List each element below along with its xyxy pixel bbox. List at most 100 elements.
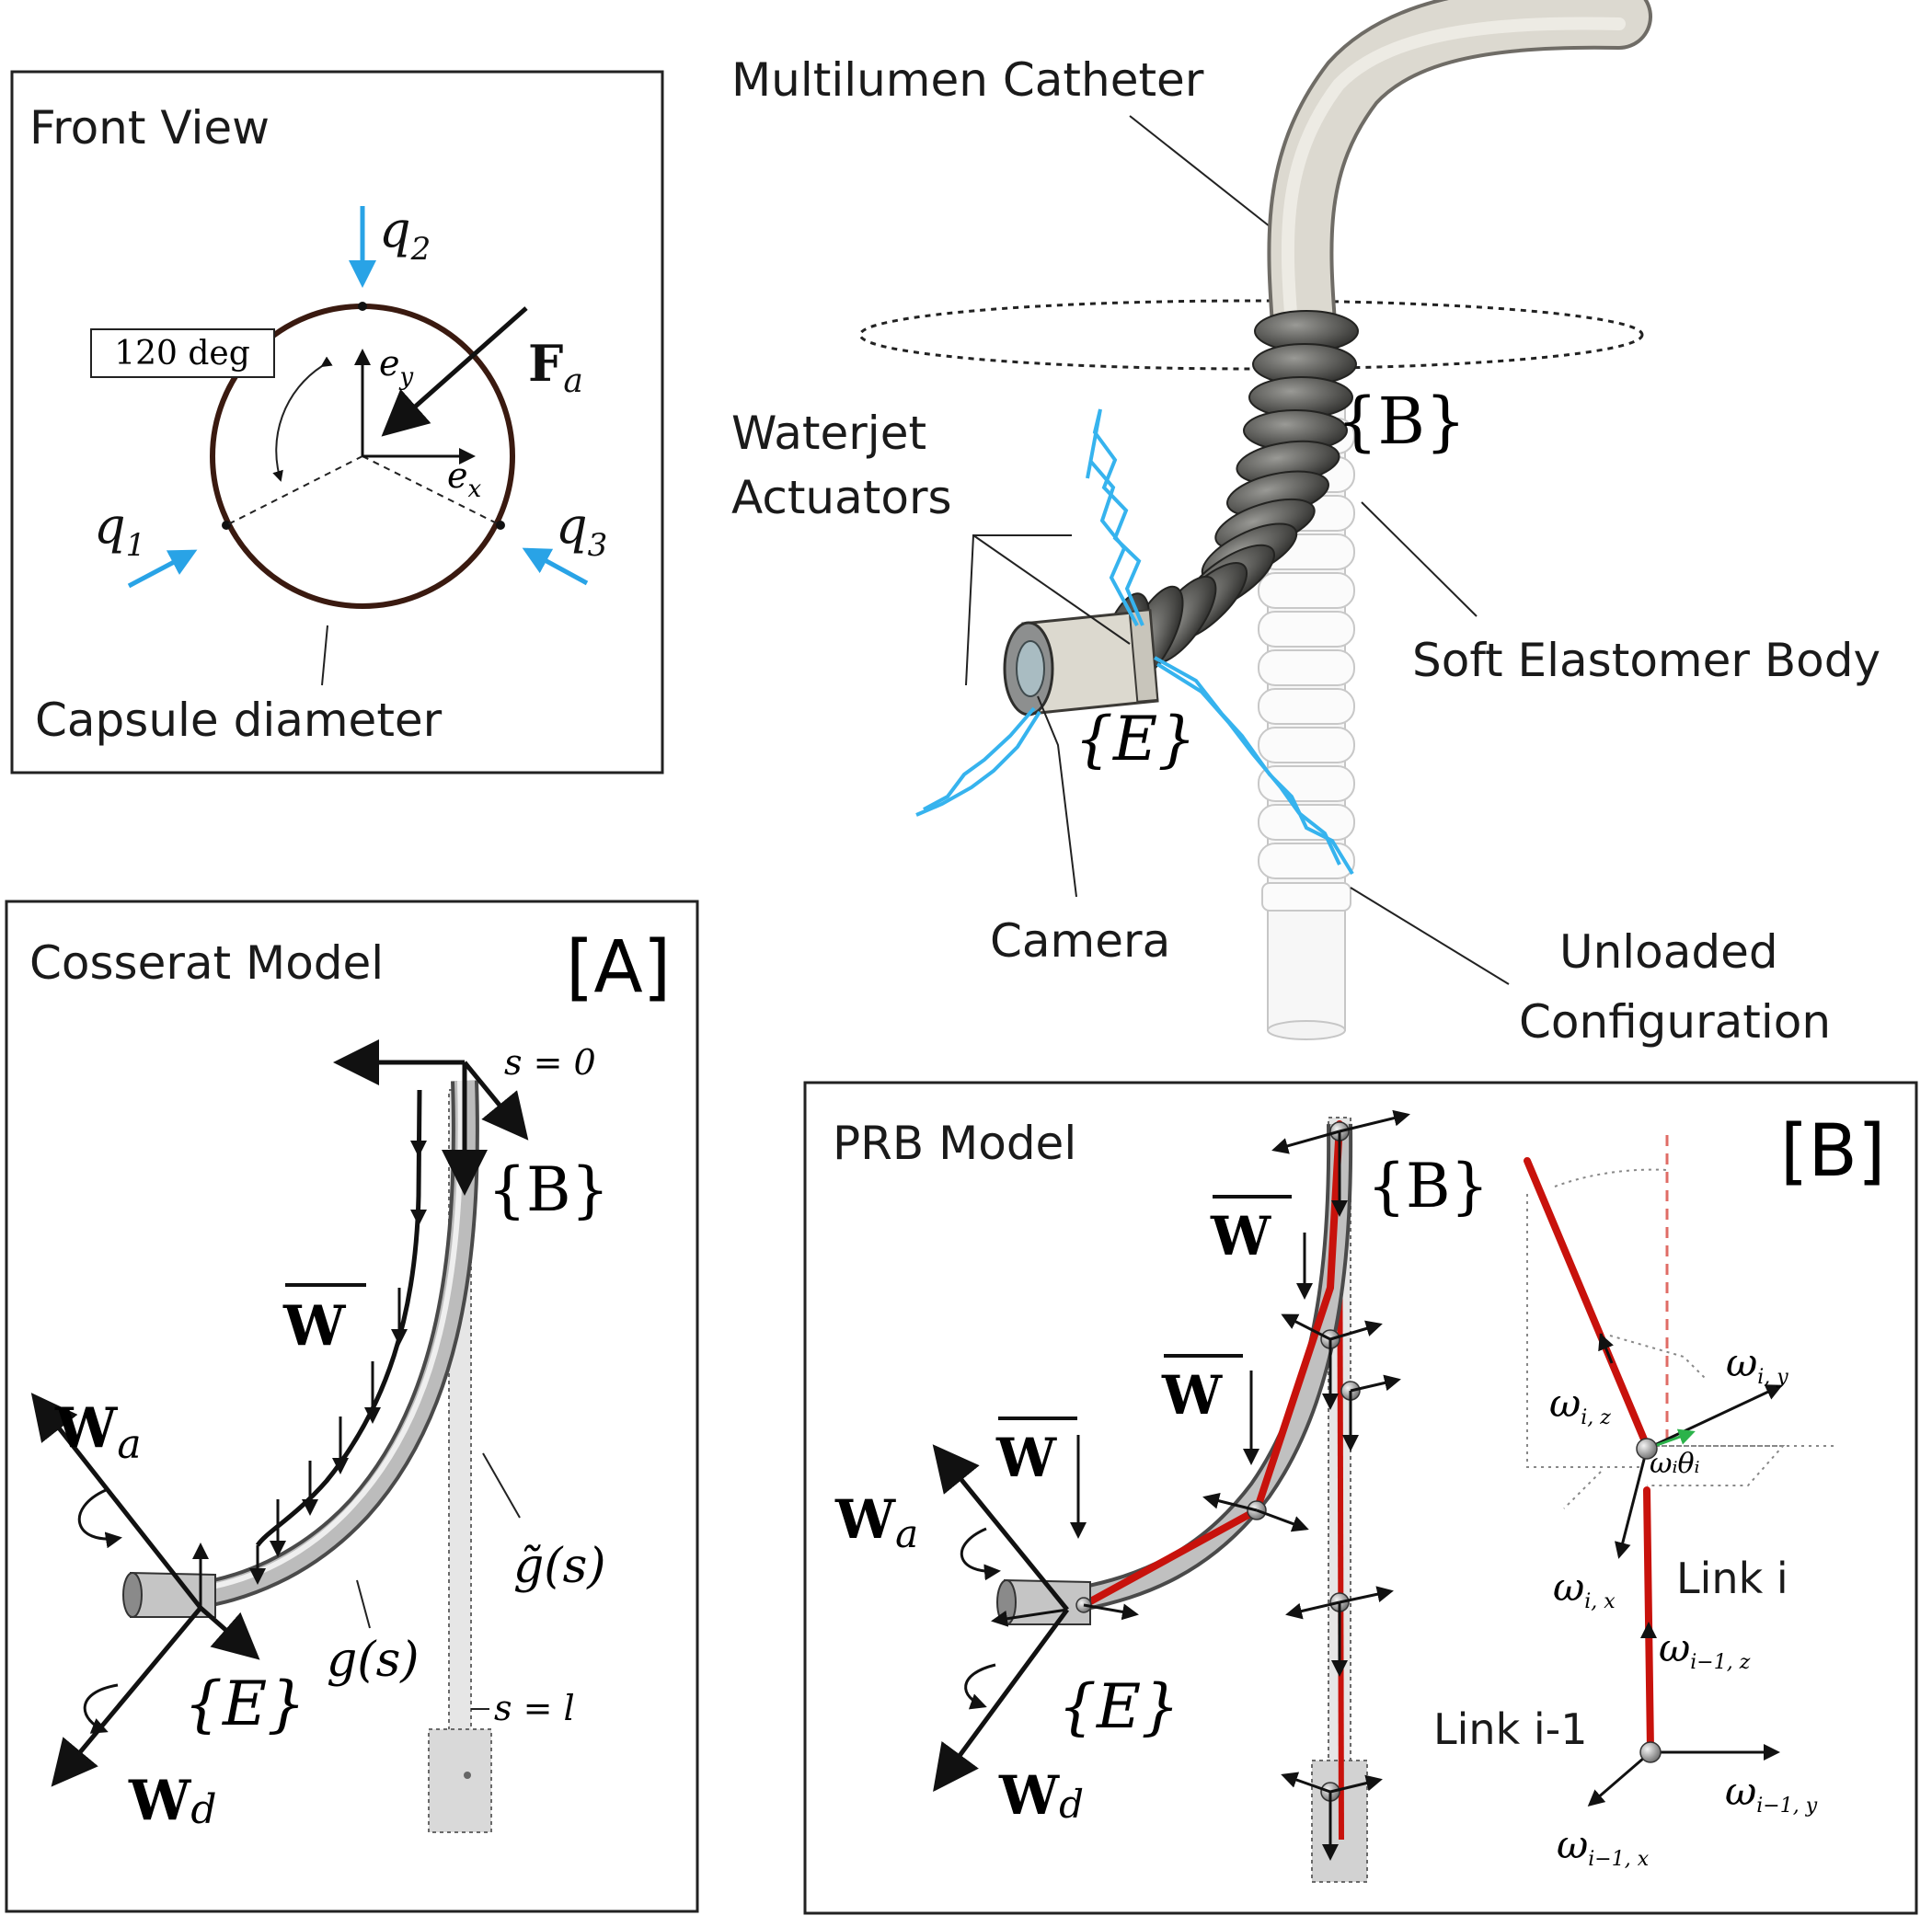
- capsule-label: Capsule diameter: [35, 694, 443, 747]
- cosserat-frame: [5, 900, 699, 1913]
- robot-illustration: Multilumen Catheter: [731, 0, 1880, 1049]
- q3-label: q3: [556, 497, 607, 564]
- capsule-leader-line: [321, 625, 328, 686]
- omega-i1x-label: ωi−1, x: [1557, 1822, 1650, 1871]
- catheter-label: Multilumen Catheter: [731, 53, 1204, 107]
- cosserat-wa-arrow: [30, 1393, 202, 1610]
- cosserat-load-arrows: [249, 1090, 427, 1585]
- link-i-label: Link i: [1676, 1554, 1788, 1603]
- ey-label: ey: [379, 343, 414, 391]
- cosserat-g-leader: [356, 1579, 371, 1629]
- cosserat-gtilde-label: g̃(s): [513, 1539, 606, 1594]
- catheter-highlight: [1281, 17, 1626, 342]
- catheter-leader-line: [1129, 115, 1275, 231]
- angle-arc: [272, 356, 333, 482]
- frame-b-label-illustration: {B}: [1337, 384, 1466, 459]
- force-fa-arrow: [381, 306, 528, 437]
- prb-wbar-label-3: W: [995, 1427, 1057, 1489]
- waterjet-leader-2: [972, 534, 1131, 645]
- prb-wa-moment: [960, 1527, 1001, 1581]
- omega-iy-label: ωi, y: [1726, 1340, 1788, 1389]
- cosserat-wd-arrow: [51, 1606, 202, 1787]
- unloaded-label-line1: Unloaded: [1559, 925, 1778, 979]
- cosserat-wd-moment: [83, 1683, 119, 1734]
- cosserat-g-label: g(s): [327, 1633, 420, 1688]
- unloaded-leader-line: [1350, 887, 1510, 985]
- link-detail-diagram: ωi, z ωi, y ωᵢθᵢ ωi, x Link i ωi−1, z Li…: [1433, 1135, 1835, 1871]
- force-fa-label: Fa: [528, 334, 583, 400]
- prb-wbar-label-1: W: [1210, 1205, 1271, 1267]
- front-view-title: Front View: [29, 101, 270, 155]
- angle-label: 120 deg: [114, 335, 250, 373]
- omega-iz-label: ωi, z: [1549, 1381, 1611, 1429]
- prb-wa-arrow: [932, 1444, 1069, 1612]
- prb-frame-b-label: {B}: [1367, 1151, 1489, 1222]
- waterjet-label-line1: Waterjet: [731, 407, 926, 460]
- prb-wa-label: Wa: [834, 1488, 918, 1556]
- cosserat-wa-moment: [77, 1488, 122, 1549]
- ex-label: ex: [447, 455, 482, 503]
- cosserat-frame-e-label: {E}: [184, 1669, 305, 1739]
- front-view-frame: [10, 70, 664, 774]
- camera-lens: [1016, 640, 1045, 697]
- prb-wd-label: Wd: [998, 1764, 1084, 1827]
- waterjet-streams: [915, 408, 1354, 876]
- capsule-tip: [1003, 609, 1159, 717]
- prb-joint-axes: [1202, 1109, 1410, 1861]
- cosserat-tag: [A]: [566, 926, 671, 1009]
- unloaded-label-line2: Configuration: [1519, 995, 1831, 1049]
- prb-wd-arrow: [933, 1608, 1070, 1793]
- omega-iy-arrow: [1646, 1384, 1783, 1451]
- camera-leader-line: [1037, 695, 1077, 898]
- prb-wd-moment: [964, 1663, 996, 1710]
- camera-label: Camera: [990, 914, 1170, 968]
- dashed-radius-3: [362, 455, 501, 526]
- link-i1-segment: [1643, 1486, 1654, 1754]
- front-view-panel: Front View 120 deg q2 q1 q3 Fa ey ex Cap…: [10, 70, 664, 774]
- omega-i1x-arrow: [1587, 1750, 1651, 1807]
- cosserat-sl-label: s = l: [494, 1688, 575, 1728]
- prb-frame-e-label: {E}: [1058, 1671, 1179, 1742]
- cosserat-end-x-arrow: [199, 1606, 260, 1660]
- q2-label: q2: [379, 201, 431, 268]
- cosserat-gtilde-leader: [482, 1452, 521, 1519]
- cosserat-base-y-arrow: [463, 1061, 529, 1141]
- elastomer-label: Soft Elastomer Body: [1412, 634, 1880, 687]
- q1-label: q1: [94, 497, 145, 564]
- nozzle-dot-2: [358, 302, 367, 311]
- omega-ix-label: ωi, x: [1553, 1565, 1616, 1613]
- link-i-segment: [1524, 1157, 1650, 1450]
- cosserat-s0-label: s = 0: [504, 1042, 596, 1083]
- link-i1-label: Link i-1: [1433, 1704, 1587, 1754]
- cosserat-wa-label: Wa: [54, 1396, 142, 1468]
- rotation-ellipse: [858, 299, 1644, 371]
- omega-i1y-label: ωi−1, y: [1725, 1769, 1818, 1818]
- omega-theta-label: ωᵢθᵢ: [1650, 1448, 1700, 1480]
- omega-i1z-label: ωi−1, z: [1659, 1625, 1751, 1674]
- prb-panel: PRB Model [B]: [803, 1081, 1918, 1915]
- prb-end-y-arrow: [991, 1608, 1068, 1627]
- omega-iz-arrow: [1598, 1333, 1614, 1364]
- prb-end-x-arrow: [1083, 1603, 1139, 1621]
- cosserat-panel: Cosserat Model [A] s = 0 {B}: [5, 900, 699, 1913]
- cosserat-wbar-label: W: [282, 1294, 347, 1359]
- cosserat-title: Cosserat Model: [29, 936, 384, 990]
- elastomer-leader-line: [1361, 501, 1478, 617]
- angle-label-box: [90, 328, 275, 378]
- frame-e-label-illustration: {E}: [1075, 704, 1196, 774]
- prb-title: PRB Model: [833, 1117, 1076, 1170]
- dashed-radius-1: [225, 455, 363, 526]
- waterjet-label-line2: Actuators: [731, 471, 952, 524]
- omega-ix-arrow: [1615, 1448, 1649, 1559]
- cosserat-wd-label: Wd: [128, 1769, 217, 1833]
- cosserat-unloaded-capsule: [428, 1728, 492, 1833]
- prb-wbar-label-2: W: [1161, 1364, 1223, 1427]
- q3-arrow: [522, 547, 589, 586]
- prb-tag: [B]: [1780, 1110, 1885, 1193]
- nozzle-dot-3: [496, 521, 505, 530]
- cosserat-load-curve: [255, 1089, 422, 1547]
- cosserat-frame-b-label: {B}: [488, 1154, 609, 1225]
- prb-frame: [803, 1081, 1918, 1915]
- link-i1-joint: [1639, 1741, 1662, 1763]
